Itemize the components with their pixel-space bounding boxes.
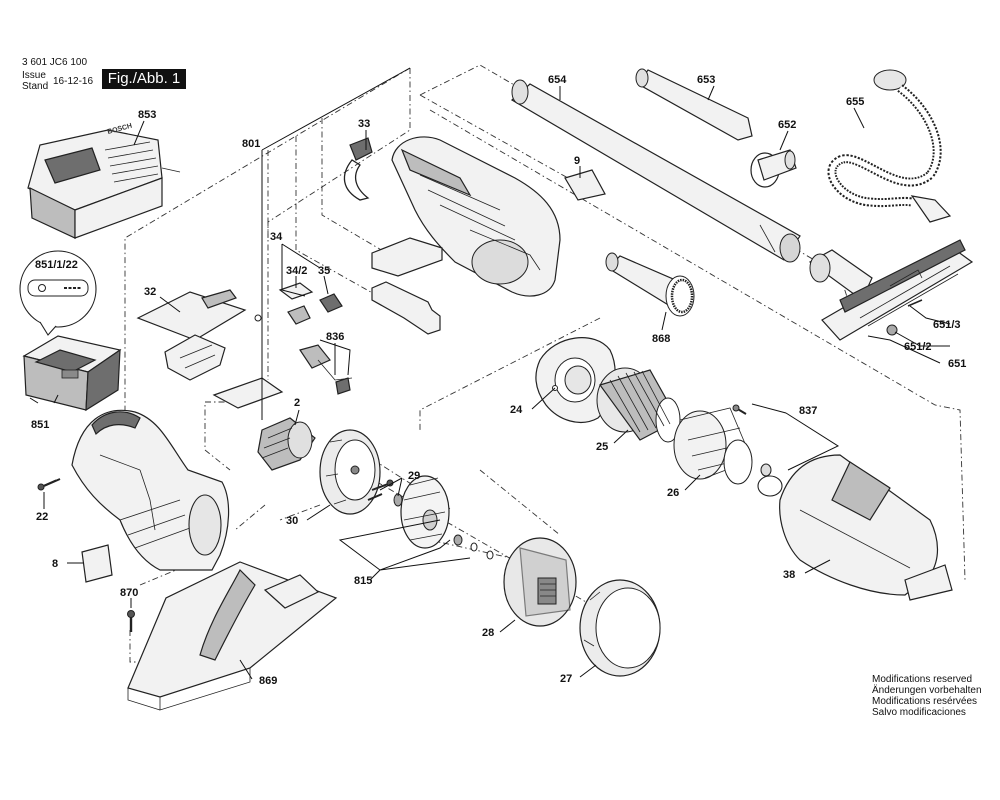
label-851-1-22: 851/1/22 <box>35 259 78 271</box>
label-836: 836 <box>326 331 344 343</box>
label-2: 2 <box>294 397 300 409</box>
stand-label: Stand <box>22 81 49 92</box>
label-9 <box>564 169 606 201</box>
label-34: 34 <box>270 231 283 243</box>
slide-switch-836 <box>299 344 353 395</box>
label-9: 9 <box>574 155 580 167</box>
extension-tube-654 <box>510 79 801 263</box>
label-869: 869 <box>259 675 277 687</box>
motor-2 <box>257 417 316 471</box>
label-655: 655 <box>846 96 864 108</box>
ring-27 <box>579 579 661 677</box>
leader-lines <box>29 67 951 680</box>
part-number: 3 601 JC6 100 <box>22 57 88 68</box>
screw-22 <box>37 478 61 491</box>
label-35: 35 <box>318 265 330 277</box>
issue-label: Issue <box>22 70 46 81</box>
base-869 <box>127 561 338 711</box>
label-30: 30 <box>286 515 298 527</box>
floor-nozzle-651 <box>808 239 974 341</box>
label-651-2: 651/2 <box>904 341 932 353</box>
nozzle-small-parts-651 <box>886 299 923 336</box>
charger-853: BOSCH <box>27 123 181 239</box>
label-652: 652 <box>778 119 796 131</box>
label-870: 870 <box>120 587 138 599</box>
hose-655 <box>827 69 952 223</box>
clips-837 <box>732 404 783 497</box>
motor-cap-28 <box>503 537 577 627</box>
modifications-line-es: Salvo modificaciones <box>872 707 966 718</box>
label-24: 24 <box>510 404 523 416</box>
modifications-line-en: Modifications reserved <box>872 674 973 685</box>
modifications-notice: Modifications reserved Änderungen vorbeh… <box>872 674 982 718</box>
filter-25 <box>596 367 681 443</box>
switch-parts-34 <box>278 282 343 325</box>
label-837: 837 <box>799 405 817 417</box>
slider-bar <box>371 281 441 335</box>
label-853: 853 <box>138 109 156 121</box>
label-27: 27 <box>560 673 572 685</box>
battery-851 <box>22 335 122 412</box>
issue-date: 16-12-16 <box>53 76 94 87</box>
rear-housing-33 <box>391 136 561 297</box>
crevice-tool-653 <box>635 68 753 141</box>
label-654: 654 <box>548 74 567 86</box>
switch-board-32 <box>136 289 262 381</box>
label-26: 26 <box>667 487 679 499</box>
label-851: 851 <box>31 419 49 431</box>
label-653: 653 <box>697 74 715 86</box>
label-8: 8 <box>52 558 58 570</box>
housing-22 <box>71 409 230 571</box>
battery-label-bubble <box>19 250 97 336</box>
cover-label <box>212 377 284 409</box>
label-8 <box>81 544 113 583</box>
modifications-line-de: Änderungen vorbehalten <box>872 685 982 696</box>
label-22: 22 <box>36 511 48 523</box>
label-29: 29 <box>408 470 420 482</box>
label-815: 815 <box>354 575 372 587</box>
label-38: 38 <box>783 569 795 581</box>
cover-plate <box>371 237 443 277</box>
label-34-2: 34/2 <box>286 265 307 277</box>
label-25: 25 <box>596 441 608 453</box>
label-28: 28 <box>482 627 494 639</box>
label-33: 33 <box>358 118 370 130</box>
adapter-652 <box>750 149 797 188</box>
part-labels: 853 801 33 654 653 652 655 9 851/1/22 34… <box>31 74 966 687</box>
screw-870 <box>127 610 135 632</box>
modifications-line-fr: Modifications resérvées <box>872 696 978 707</box>
filter-cage-26 <box>673 407 753 485</box>
label-651-3: 651/3 <box>933 319 961 331</box>
figure-label: Fig./Abb. 1 <box>102 69 186 89</box>
duct-868 <box>605 252 695 317</box>
fan-housing-30 <box>319 429 381 515</box>
label-801: 801 <box>242 138 260 150</box>
label-651: 651 <box>948 358 966 370</box>
label-32: 32 <box>144 286 156 298</box>
nozzle-38 <box>779 454 953 601</box>
strap-33 <box>343 137 373 201</box>
label-868: 868 <box>652 333 670 345</box>
impeller <box>400 475 494 560</box>
